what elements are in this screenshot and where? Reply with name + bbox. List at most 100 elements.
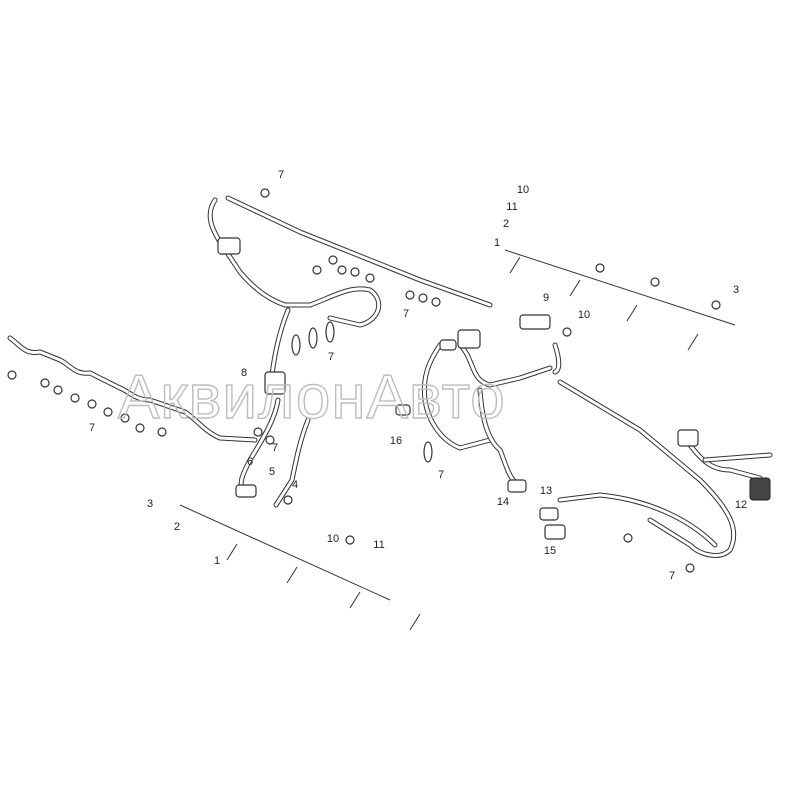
harness-parts	[7, 188, 771, 631]
o-ring-0	[291, 334, 301, 356]
connector-9	[507, 479, 527, 493]
ring-seal-7	[418, 293, 428, 303]
harness-wires	[7, 195, 773, 601]
connector-10	[395, 404, 411, 416]
wire-core-7	[422, 343, 492, 450]
connector-5	[749, 477, 771, 501]
o-ring-2	[325, 321, 335, 343]
callout-label: 11	[506, 201, 517, 213]
callout-label: 16	[390, 435, 402, 447]
connector-7	[539, 507, 559, 521]
ring-seal-1	[312, 265, 322, 275]
callout-label: 10	[327, 533, 339, 545]
glow-plug-1	[569, 279, 581, 297]
wire-10	[557, 379, 737, 558]
rail-upper	[504, 249, 736, 326]
ring-seal-12	[70, 393, 80, 403]
wire-core-12	[688, 443, 762, 480]
ring-seal-26	[595, 263, 605, 273]
callout-label: 7	[272, 442, 278, 454]
wire-core-8	[478, 388, 517, 484]
callout-label: 13	[540, 485, 552, 497]
callout-label: 3	[147, 498, 153, 510]
callout-label: 6	[247, 456, 253, 468]
rail-lower	[179, 504, 391, 601]
glow-plug-5	[286, 566, 298, 584]
callout-label: 3	[733, 284, 739, 296]
wire-core-2	[226, 196, 492, 307]
callout-label: 4	[292, 479, 298, 491]
glow-plug-6	[349, 591, 361, 609]
watermark: АквилонАвто	[118, 363, 506, 432]
ring-seal-11	[53, 385, 63, 395]
ring-seal-20	[623, 533, 633, 543]
callout-label: 14	[497, 496, 509, 508]
ring-seal-4	[350, 267, 360, 277]
callout-label: 7	[89, 422, 95, 434]
connector-11	[439, 339, 457, 351]
callout-label: 1	[494, 237, 500, 249]
callout-label: 10	[517, 184, 529, 196]
callout-label: 8	[241, 367, 247, 379]
wire-core-3	[270, 308, 290, 377]
ring-seal-10	[40, 378, 50, 388]
wire-core-10	[558, 380, 736, 557]
ring-seal-27	[650, 277, 660, 287]
glow-plug-3	[687, 333, 699, 351]
o-ring-1	[308, 327, 318, 349]
ring-seal-16	[135, 423, 145, 433]
callout-label: 12	[735, 499, 747, 511]
wire-core-9	[553, 343, 561, 374]
ring-seal-15	[120, 413, 130, 423]
connector-4	[264, 371, 286, 395]
ring-seal-3	[337, 265, 347, 275]
wire-core-1	[208, 198, 381, 327]
connector-6	[235, 484, 257, 498]
wire-12	[687, 442, 763, 481]
ring-seal-23	[345, 535, 355, 545]
connector-2	[677, 429, 699, 447]
connector-1	[457, 329, 481, 349]
ring-seal-19	[265, 435, 275, 445]
callout-label: 5	[269, 466, 275, 478]
connector-8	[544, 524, 566, 540]
ring-seal-8	[431, 297, 441, 307]
ring-seal-21	[685, 563, 695, 573]
ring-seal-17	[157, 427, 167, 437]
glow-plug-7	[409, 613, 421, 631]
ring-seal-6	[405, 290, 415, 300]
callout-label: 15	[544, 545, 556, 557]
ring-seal-0	[260, 188, 270, 198]
glow-plug-2	[626, 304, 638, 322]
callout-label: 7	[438, 469, 444, 481]
ring-seal-22	[283, 495, 293, 505]
ring-seal-9	[7, 370, 17, 380]
wire-core-0	[8, 336, 257, 442]
glow-plug-4	[226, 543, 238, 561]
wire-core-5	[274, 418, 310, 507]
callout-label: 2	[503, 218, 509, 230]
connector-0	[217, 237, 241, 255]
wire-core-11	[558, 493, 717, 547]
callout-label: 2	[174, 521, 180, 533]
callout-label: 11	[373, 539, 384, 551]
wire-core-6	[458, 343, 552, 387]
ring-seal-18	[253, 427, 263, 437]
callout-label: 9	[543, 292, 549, 304]
callout-label: 7	[669, 570, 675, 582]
ring-seal-5	[365, 273, 375, 283]
connector-3	[519, 314, 551, 330]
o-ring-3	[423, 441, 433, 463]
glow-plug-0	[509, 256, 521, 274]
ring-seal-14	[103, 407, 113, 417]
callout-label: 7	[403, 308, 409, 320]
wire-core-13	[703, 453, 772, 462]
ring-seal-24	[562, 327, 572, 337]
ring-seal-25	[711, 300, 721, 310]
ring-seal-13	[87, 399, 97, 409]
callout-label: 7	[328, 351, 334, 363]
callout-label: 10	[578, 309, 590, 321]
